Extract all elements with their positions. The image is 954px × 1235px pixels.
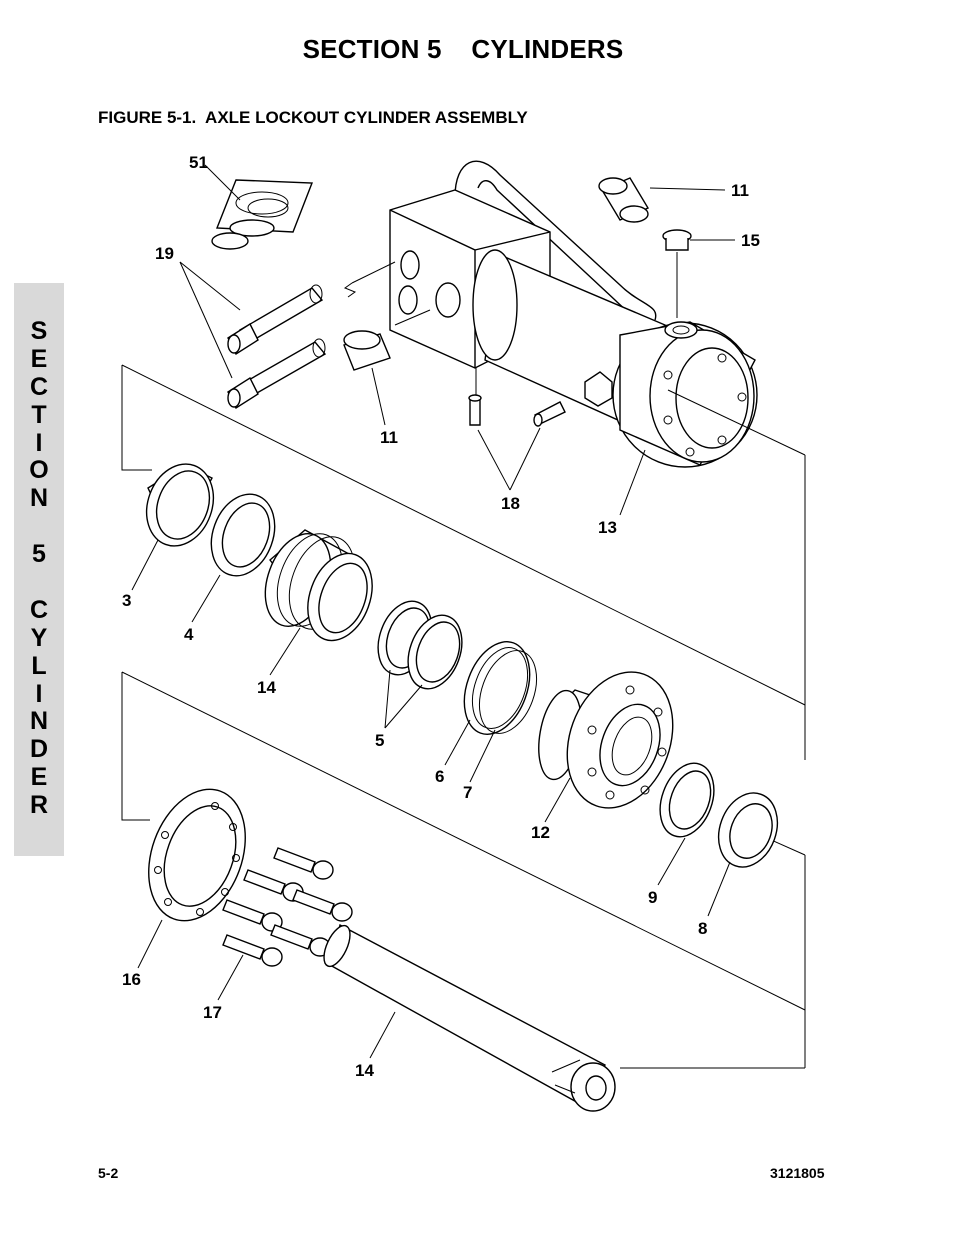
- plug: [662, 229, 692, 251]
- callout-19: 19: [155, 244, 174, 263]
- seal-kit-packet: [211, 179, 314, 250]
- callout-11-top: 11: [731, 181, 749, 200]
- callout-18: 18: [501, 494, 520, 513]
- bushing-top: [598, 177, 650, 223]
- callout-7: 7: [463, 783, 472, 802]
- side-tab-letter: I: [35, 428, 43, 457]
- side-tab-letter: 5: [32, 540, 46, 569]
- section-title: SECTION 5 CYLINDERS: [302, 34, 624, 64]
- o-ring-and-backup: [463, 641, 538, 735]
- callout-13: 13: [598, 518, 617, 537]
- callout-5: 5: [375, 731, 384, 750]
- section-side-tab: S E C T I O N 5 C Y L I N D E R: [14, 283, 64, 856]
- page-number: 5-2: [98, 1165, 119, 1181]
- callout-14-piston: 14: [257, 678, 276, 697]
- head-wiper: [717, 792, 779, 868]
- callout-12: 12: [531, 823, 550, 842]
- side-tab-letter: T: [31, 400, 47, 429]
- callout-15: 15: [741, 231, 760, 250]
- head-seal: [659, 762, 715, 838]
- assembly-guide-lines: [121, 261, 806, 1069]
- side-tab-letter: C: [29, 372, 49, 401]
- side-tab-letter: Y: [30, 623, 48, 652]
- callout-4: 4: [184, 625, 194, 644]
- document-number: 3121805: [770, 1165, 825, 1181]
- piston: [264, 529, 373, 642]
- callout-17: 17: [203, 1003, 222, 1022]
- piston-rod: [323, 923, 616, 1112]
- side-tab-letter: N: [29, 484, 49, 513]
- callout-8: 8: [698, 919, 707, 938]
- valve-cartridge-lower: [227, 338, 327, 410]
- side-tab-letter: I: [35, 679, 43, 708]
- valve-cartridge-upper: [227, 284, 324, 356]
- callout-labels: 51 11 15 19 11 18 13 3 4 14 5 6 7 12 9 8…: [122, 153, 760, 1080]
- side-tab-letter: E: [30, 763, 48, 792]
- callout-leaders: [131, 164, 735, 1059]
- side-tab-letters: S E C T I O N 5 C Y L I N D E R: [14, 317, 64, 820]
- side-tab-letter: D: [29, 735, 49, 764]
- callout-51: 51: [189, 153, 208, 172]
- side-tab-letter: S: [30, 317, 48, 345]
- callout-9: 9: [648, 888, 657, 907]
- cap-screws: [222, 847, 353, 967]
- rod-seal: [210, 493, 276, 577]
- callout-14-rod: 14: [355, 1061, 374, 1080]
- callout-6: 6: [435, 767, 444, 786]
- barrel-head: [584, 321, 758, 468]
- side-tab-letter: L: [31, 651, 47, 680]
- wear-rings: [377, 600, 463, 690]
- cylinder-head: [538, 671, 674, 809]
- figure-title: FIGURE 5-1. AXLE LOCKOUT CYLINDER ASSEMB…: [98, 108, 528, 127]
- side-tab-letter: R: [29, 791, 49, 820]
- side-tab-letter: E: [30, 344, 48, 373]
- callout-11-lower: 11: [380, 428, 398, 447]
- side-tab-letter: C: [29, 595, 49, 624]
- wiper-seal: [145, 463, 215, 547]
- callout-3: 3: [122, 591, 131, 610]
- side-tab-letter: N: [29, 707, 49, 736]
- mounting-flange: [148, 788, 246, 922]
- bushing-lower: [343, 330, 391, 371]
- side-tab-letter: O: [29, 456, 49, 485]
- callout-16: 16: [122, 970, 141, 989]
- bleeder-fittings: [468, 394, 566, 427]
